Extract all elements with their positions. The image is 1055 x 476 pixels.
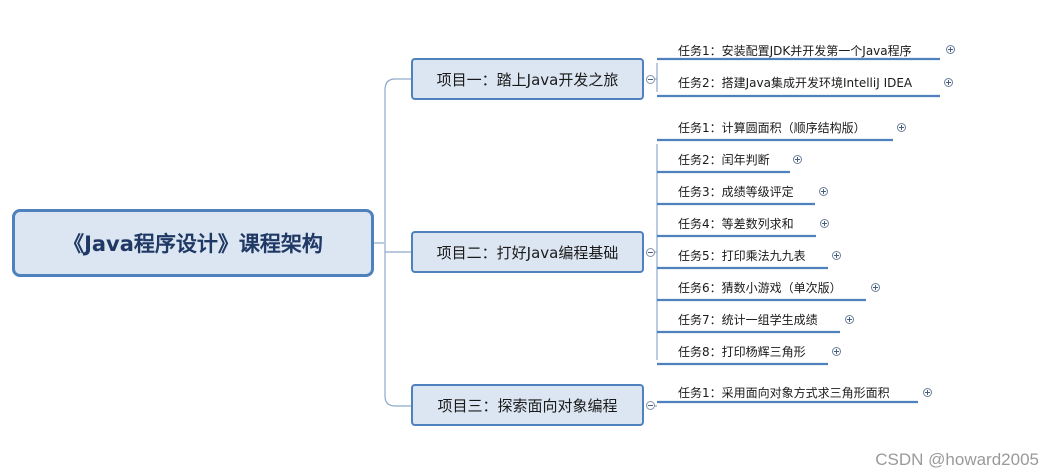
expand-icon[interactable]	[944, 78, 953, 87]
task-node[interactable]: 任务8：打印杨辉三角形	[678, 345, 806, 359]
task-node[interactable]: 任务1：安装配置JDK并开发第一个Java程序	[678, 44, 912, 58]
collapse-icon[interactable]	[646, 75, 655, 84]
task-node[interactable]: 任务5：打印乘法九九表	[678, 249, 806, 263]
project-title: 项目一：踏上Java开发之旅	[436, 70, 619, 89]
project-node-1[interactable]: 项目一：踏上Java开发之旅	[411, 58, 644, 100]
expand-icon[interactable]	[832, 251, 841, 260]
expand-icon[interactable]	[793, 155, 802, 164]
project-node-2[interactable]: 项目二：打好Java编程基础	[411, 231, 644, 273]
task-node[interactable]: 任务1：采用面向对象方式求三角形面积	[678, 386, 890, 400]
collapse-icon[interactable]	[646, 248, 655, 257]
expand-icon[interactable]	[871, 283, 880, 292]
root-node[interactable]: 《Java程序设计》课程架构	[12, 209, 374, 277]
task-node[interactable]: 任务2：搭建Java集成开发环境IntelliJ IDEA	[678, 76, 913, 90]
collapse-icon[interactable]	[646, 401, 655, 410]
task-node[interactable]: 任务2：闰年判断	[678, 153, 770, 167]
expand-icon[interactable]	[820, 219, 829, 228]
task-node[interactable]: 任务6：猜数小游戏（单次版）	[678, 281, 842, 295]
connector-line	[384, 78, 411, 407]
task-node[interactable]: 任务3：成绩等级评定	[678, 185, 794, 199]
project-node-3[interactable]: 项目三：探索面向对象编程	[411, 384, 644, 426]
task-node[interactable]: 任务1：计算圆面积（顺序结构版）	[678, 121, 866, 135]
watermark: CSDN @howard2005	[875, 450, 1039, 469]
expand-icon[interactable]	[946, 45, 955, 54]
project-title: 项目二：打好Java编程基础	[436, 243, 619, 262]
task-node[interactable]: 任务4：等差数列求和	[678, 217, 794, 231]
project-title: 项目三：探索面向对象编程	[437, 396, 618, 415]
expand-icon[interactable]	[832, 347, 841, 356]
expand-icon[interactable]	[897, 123, 906, 132]
expand-icon[interactable]	[845, 315, 854, 324]
expand-icon[interactable]	[923, 388, 932, 397]
root-title: 《Java程序设计》课程架构	[63, 232, 323, 256]
expand-icon[interactable]	[819, 187, 828, 196]
task-node[interactable]: 任务7：统计一组学生成绩	[678, 313, 818, 327]
